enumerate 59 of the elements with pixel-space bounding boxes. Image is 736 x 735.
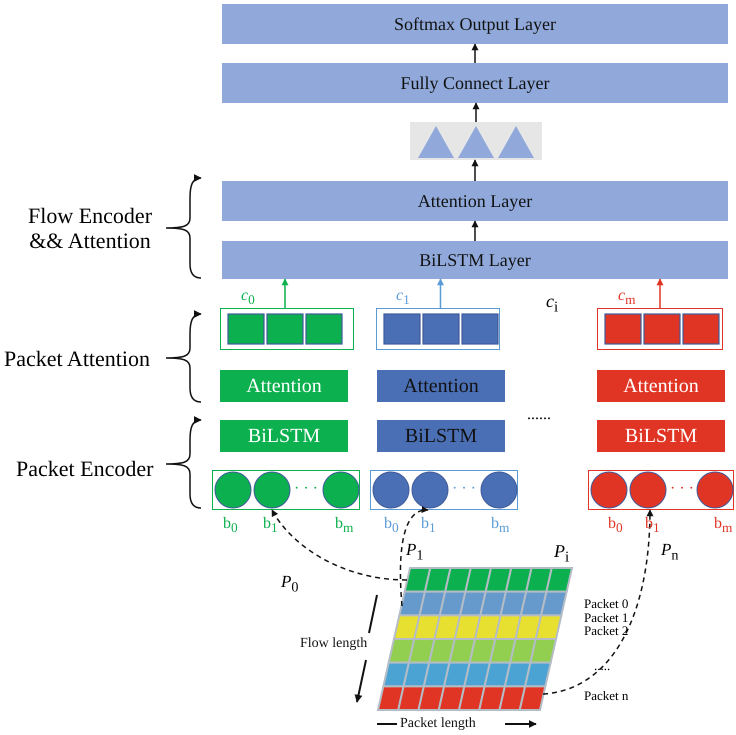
axis-label: Flow length (300, 636, 368, 652)
layer-box (222, 181, 728, 221)
layer-box (222, 4, 728, 44)
layer-name: Attention Layer (418, 190, 532, 212)
layer-block (597, 370, 725, 402)
matrix-label: P$_{i}$ (554, 541, 570, 567)
layer-block (377, 420, 505, 452)
layer-name: Attention (403, 374, 479, 398)
ellipsis: ..... (594, 658, 610, 674)
layer-name: BiLSTM (248, 424, 320, 448)
byte-label: b$_{1}$ (645, 515, 660, 536)
byte-label: b$_{1}$ (421, 515, 436, 536)
arrow (271, 509, 408, 581)
packet-label: Packet n (584, 688, 628, 704)
layer-box (222, 63, 728, 103)
byte-label: b$_{m}$ (335, 515, 354, 536)
layer-name: BiLSTM (624, 424, 698, 448)
packet-label: Packet 1 (584, 610, 628, 626)
layer-block (377, 370, 505, 402)
byte-label: b$_{m}$ (714, 515, 732, 536)
ellipsis: ...... (527, 406, 551, 424)
arrow (436, 278, 444, 308)
layer-box (222, 241, 728, 279)
group-title: Packet Encoder (16, 456, 154, 482)
axis-label: Packet length (400, 716, 476, 732)
group-title: Flow Encoder && Attention (26, 203, 154, 254)
arrow (400, 507, 429, 606)
packet-label: Packet 2 (584, 623, 628, 639)
layer-block (220, 370, 348, 402)
arrow (472, 102, 480, 122)
byte-label: b$_{0}$ (384, 515, 399, 536)
arrow (472, 220, 478, 241)
context-vector-label: c$_{0}$ (241, 287, 255, 308)
group-title: Packet Attention (4, 346, 150, 372)
layer-name: Softmax Output Layer (394, 14, 556, 34)
pooling-panel (410, 122, 542, 160)
arrow (282, 278, 288, 308)
packet-label: Packet 0 (584, 596, 628, 612)
layer-name: Attention (246, 374, 322, 398)
layer-block (220, 420, 348, 452)
ellipsis: · · · (294, 480, 318, 498)
layer-name: Attention (623, 374, 699, 398)
layer-name: BiLSTM Layer (419, 250, 531, 270)
byte-label: b$_{m}$ (491, 515, 510, 536)
arrow (656, 278, 664, 308)
arrow (472, 159, 478, 181)
byte-label: b$_{1}$ (263, 515, 278, 536)
context-vector-label: c$_{m}$ (618, 287, 636, 308)
layer-block (597, 420, 725, 452)
arrow (542, 509, 654, 695)
ellipsis: · · · (452, 480, 476, 498)
context-vector-label: c$_{1}$ (396, 287, 410, 308)
context-vector-label: c$_{i}$ (546, 291, 558, 317)
byte-label: b$_{0}$ (223, 515, 238, 536)
byte-label: b$_{0}$ (608, 515, 623, 536)
arrow (472, 43, 478, 63)
layer-name: BiLSTM (404, 424, 478, 448)
ellipsis: · · · (670, 480, 694, 498)
layer-name: Fully Connect Layer (400, 72, 550, 94)
